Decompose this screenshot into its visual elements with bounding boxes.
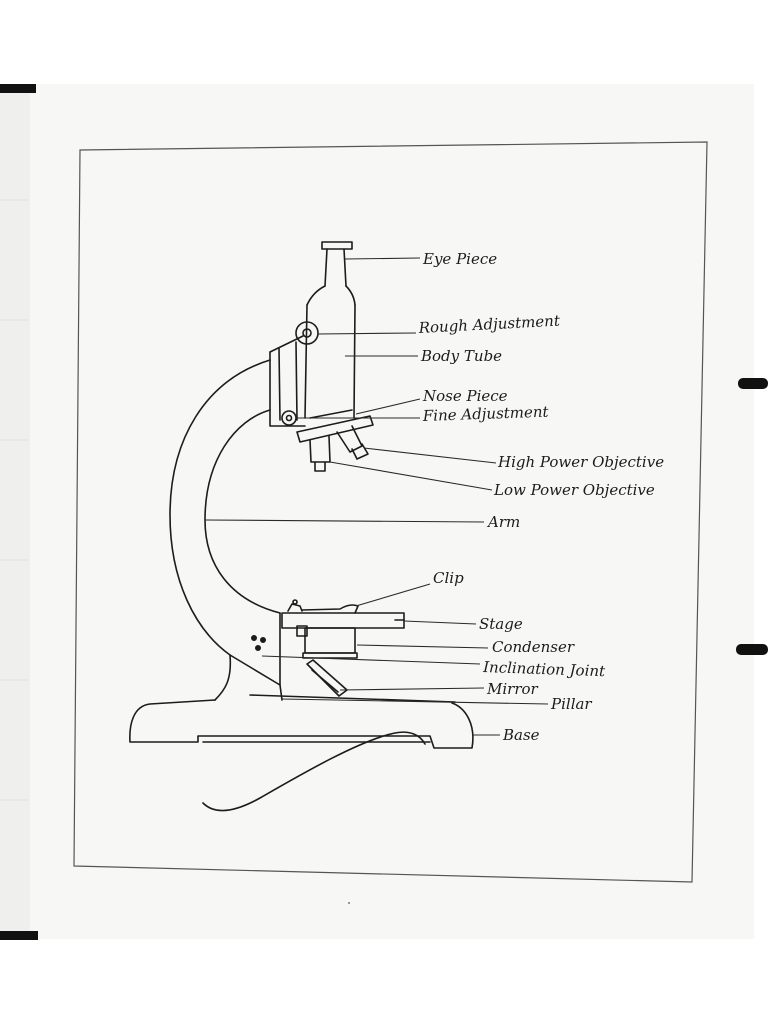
low-power-objective-part (309, 435, 331, 472)
eye-piece-part (306, 241, 356, 306)
label-body-tube: Body Tube (420, 347, 502, 365)
label-eye-piece: Eye Piece (422, 250, 497, 268)
decorative-swoosh (202, 731, 426, 812)
label-inclination-joint: Inclination Joint (482, 658, 607, 680)
label-nose-piece: Nose Piece (422, 387, 508, 405)
label-pillar: Pillar (550, 695, 592, 713)
body-tube-part (304, 304, 356, 419)
part-labels: Eye Piece Rough Adjustment Body Tube Nos… (417, 250, 664, 744)
microscope-illustration (129, 241, 474, 812)
label-condenser: Condenser (492, 638, 575, 656)
base-part (129, 699, 474, 749)
arm-part (169, 359, 281, 656)
leader-rough-adjustment (317, 332, 417, 335)
label-base: Base (502, 726, 540, 744)
label-clip: Clip (433, 569, 464, 587)
leader-high-power-objective (363, 447, 497, 464)
leader-low-power-objective (329, 461, 493, 491)
binder-bar-top-left (0, 84, 36, 93)
rough-adjustment-knob (295, 321, 319, 345)
label-mirror: Mirror (486, 680, 539, 698)
label-fine-adjustment: Fine Adjustment (422, 403, 550, 425)
leader-condenser (356, 644, 489, 649)
leader-arm (204, 519, 485, 523)
leader-eye-piece (344, 257, 421, 260)
pillar-part (214, 654, 456, 703)
leader-mirror (339, 687, 485, 691)
label-stage: Stage (479, 615, 523, 633)
leader-lines (204, 257, 549, 736)
adjacent-page-strip (0, 92, 30, 937)
leader-clip (355, 583, 431, 607)
adjacent-page-rules (0, 199, 28, 801)
label-high-power-objective: High Power Objective (497, 453, 664, 471)
paper-speck (348, 902, 350, 904)
clip-part (287, 599, 359, 614)
label-low-power-objective: Low Power Objective (493, 481, 655, 499)
leader-stage (403, 620, 477, 625)
binder-ring-right-upper (738, 378, 768, 389)
leader-nose-piece (355, 398, 421, 415)
leader-inclination-joint (261, 655, 481, 665)
limb-plate-part (269, 335, 306, 427)
drawing-frame (73, 141, 708, 883)
binder-bar-bottom-left (0, 931, 38, 940)
label-arm: Arm (486, 513, 520, 531)
paper-sheet (28, 84, 754, 939)
leader-pillar (281, 698, 549, 705)
binder-ring-right-lower (736, 644, 768, 655)
nose-piece-part (296, 409, 374, 443)
high-power-objective-part (336, 425, 369, 460)
